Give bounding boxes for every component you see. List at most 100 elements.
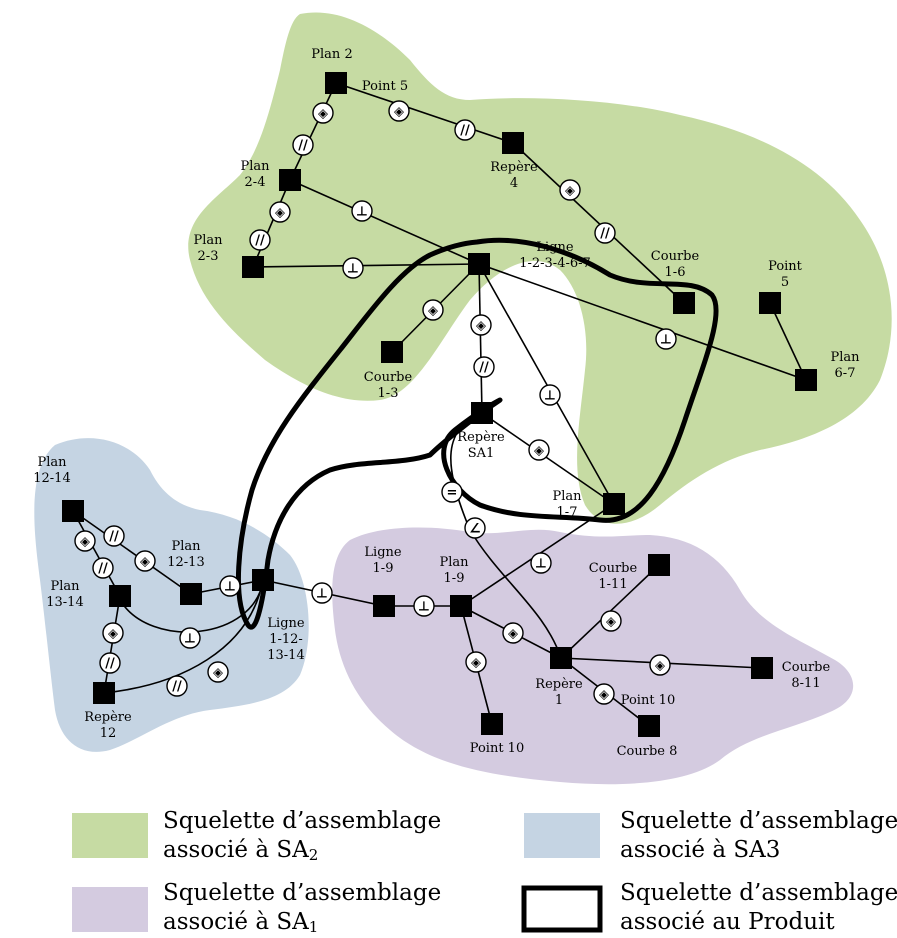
constraint-parallel-icon: //: [103, 525, 125, 547]
svg-text:◈: ◈: [213, 666, 223, 681]
node-repere-4: [502, 132, 524, 154]
constraint-equal-icon: =: [441, 481, 463, 503]
node-plan-1-7: [603, 493, 625, 515]
svg-text://: //: [98, 562, 108, 577]
svg-text:⊥: ⊥: [316, 587, 328, 602]
constraint-coincident-icon: ◈: [74, 530, 96, 552]
sa3-region: [34, 438, 309, 752]
link-ligne_12346_7-repere_sa1: [478, 263, 483, 414]
legend-swatch-product: [521, 885, 603, 933]
svg-text:◈: ◈: [655, 659, 665, 674]
svg-text:⊥: ⊥: [184, 632, 196, 647]
legend-sa2-line1: Squelette d’assemblage: [163, 808, 441, 834]
svg-text:◈: ◈: [471, 656, 481, 671]
svg-text:⊥: ⊥: [660, 333, 672, 348]
node-plan-12-14: [62, 500, 84, 522]
product-skeleton-outline: [235, 237, 719, 630]
svg-text:◈: ◈: [599, 688, 609, 703]
link-plan_13_14-repere_12: [103, 595, 121, 694]
node-courbe-8: [638, 715, 660, 737]
link-repere_sa1-plan_1_7: [481, 412, 615, 505]
constraint-perpendicular-icon: ⊥: [530, 552, 552, 574]
svg-text:⊥: ⊥: [544, 389, 556, 404]
link-ligne_12346_7-plan_1_7: [478, 263, 615, 505]
node-plan-1-9: [450, 595, 472, 617]
svg-text:=: =: [447, 486, 458, 501]
svg-text:◈: ◈: [508, 627, 518, 642]
link-plan_12_14-plan_13_14: [72, 510, 121, 597]
link-ligne-1-12-13-14-plan-13-14: [119, 579, 264, 633]
node-point-5-right: [759, 292, 781, 314]
constraint-coincident-icon: ◈: [593, 683, 615, 705]
constraint-coincident-icon: ◈: [388, 100, 410, 122]
node-courbe-1-6: [673, 292, 695, 314]
constraint-parallel-icon: //: [473, 356, 495, 378]
svg-text:∠: ∠: [469, 522, 481, 537]
link-plan_2_4-plan_2_3: [252, 179, 291, 268]
constraint-perpendicular-icon: ⊥: [311, 582, 333, 604]
link-plan_2-plan_2_4: [289, 82, 337, 181]
link-ligne-1-12-13-14-repere-12: [103, 579, 264, 694]
svg-text:◈: ◈: [140, 555, 150, 570]
node-plan-2-3: [242, 256, 264, 278]
constraint-parallel-icon: //: [92, 557, 114, 579]
svg-text:◈: ◈: [534, 444, 544, 459]
constraint-parallel-icon: //: [99, 652, 121, 674]
node-repere-1: [550, 647, 572, 669]
node-courbe-1-11: [648, 554, 670, 576]
constraint-coincident-icon: ◈: [102, 622, 124, 644]
constraint-coincident-icon: ◈: [559, 179, 581, 201]
legend-swatch-sa3: [524, 813, 600, 858]
constraint-perpendicular-icon: ⊥: [413, 595, 435, 617]
constraint-angle-icon: ∠: [464, 517, 486, 539]
link-plan_2_3-ligne_12346_7: [252, 263, 480, 268]
svg-text:◈: ◈: [476, 319, 486, 334]
node-plan-6-7: [795, 369, 817, 391]
svg-text:⊥: ⊥: [224, 580, 236, 595]
svg-text:◈: ◈: [80, 535, 90, 550]
link-ligne_12346_7-plan_6_7: [478, 263, 807, 381]
legend-swatch-sa1: [72, 887, 148, 932]
label-point-5-top: Point 5: [362, 79, 408, 94]
svg-text://: //: [479, 361, 489, 376]
node-courbe-8-11: [751, 657, 773, 679]
constraint-perpendicular-icon: ⊥: [342, 257, 364, 279]
node-plan-12-13: [180, 583, 202, 605]
svg-text:⊥: ⊥: [347, 262, 359, 277]
legend-product-line1: Squelette d’assemblage: [620, 880, 897, 906]
svg-text:◈: ◈: [394, 105, 404, 120]
constraint-parallel-icon: //: [166, 675, 188, 697]
label-point-10-right: Point 10: [621, 693, 675, 708]
constraint-coincident-icon: ◈: [649, 654, 671, 676]
legend-sa1-line1: Squelette d’assemblage: [163, 880, 441, 906]
svg-text:⊥: ⊥: [535, 557, 547, 572]
svg-text://: //: [109, 530, 119, 545]
constraint-coincident-icon: ◈: [269, 201, 291, 223]
legend-product-line2: associé au Produit: [620, 909, 835, 935]
constraint-perpendicular-icon: ⊥: [179, 627, 201, 649]
link-repere_4-courbe_1_6: [512, 142, 685, 304]
legend-swatch-sa2: [72, 813, 148, 858]
label-plan-2: Plan 2: [311, 47, 352, 62]
constraint-parallel-icon: //: [292, 134, 314, 156]
constraint-perpendicular-icon: ⊥: [655, 328, 677, 350]
svg-text://: //: [105, 657, 115, 672]
svg-text://: //: [600, 227, 610, 242]
constraint-coincident-icon: ◈: [207, 661, 229, 683]
node-courbe-1-3: [381, 341, 403, 363]
constraint-perpendicular-icon: ⊥: [351, 200, 373, 222]
